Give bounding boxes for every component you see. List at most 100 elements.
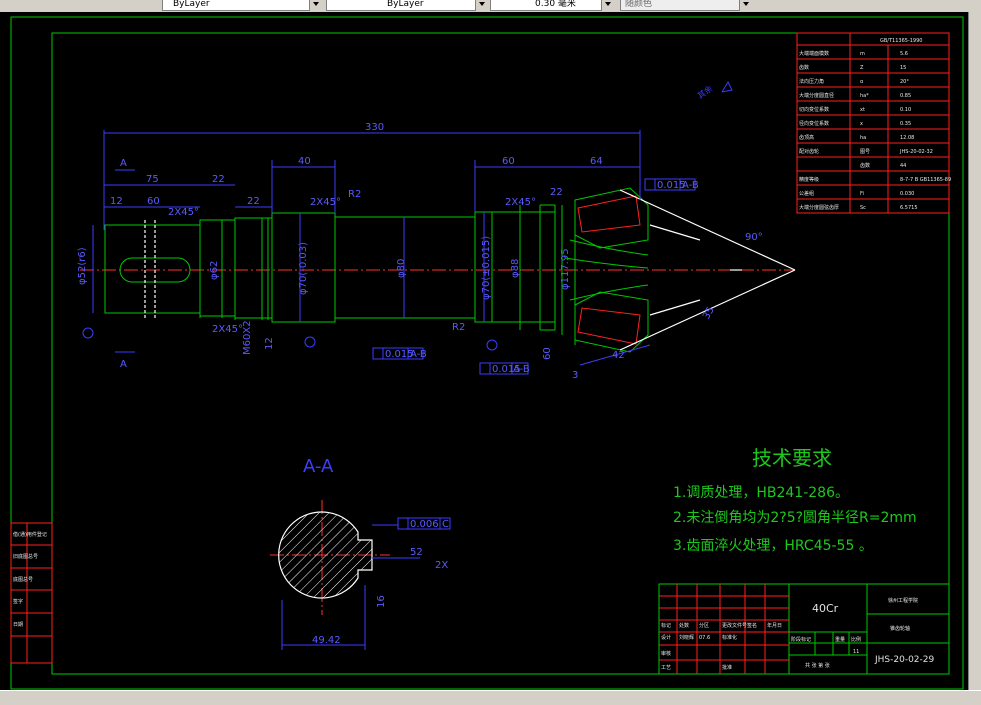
gdt-ref-3: A-B <box>682 180 699 191</box>
gdt-frames: 0.015 A-B 0.015 A-B 0.015 A-B <box>372 178 699 375</box>
title-std: 标准化 <box>722 634 737 641</box>
gear-table-cell: Fi <box>860 191 864 197</box>
gear-table-cell: 8-7-7 B GB11365-89 <box>900 177 951 183</box>
gear-table-cell: JHS-20-02-32 <box>899 149 933 155</box>
dim-3: 3 <box>572 370 578 381</box>
gear-table-cell: 0.35 <box>900 121 911 127</box>
gear-table-cell: 15 <box>900 65 906 71</box>
title-sheet: 共 张 第 张 <box>805 662 830 669</box>
status-bar <box>0 690 981 705</box>
color-combo-dropdown[interactable] <box>309 0 322 10</box>
roughness-note-text: 其余 <box>695 83 714 100</box>
dim-64: 64 <box>590 156 603 167</box>
section-marker-bottom: A <box>120 359 127 370</box>
left-strip-table: 借(通)用件登记 旧底图总号 底图总号 签字 日期 <box>10 522 53 664</box>
gear-table-cell: 图号 <box>860 149 870 155</box>
linetype-combo[interactable]: ByLayer <box>326 0 476 11</box>
gear-table-cell: ha* <box>860 93 869 99</box>
roughness-note: 其余 <box>695 80 733 101</box>
gear-table-cell: Sc <box>860 205 866 211</box>
left-strip-item-3: 底图总号 <box>13 576 33 583</box>
tech-title: 技术要求 <box>752 446 832 470</box>
left-strip-item-4: 签字 <box>13 598 23 605</box>
gdt-ref-2: A-B <box>513 364 530 375</box>
dim-dia-main: φ70(-0.03) <box>298 242 309 295</box>
linetype-combo-value: ByLayer <box>387 0 424 9</box>
gear-table-cell: 大端端面模数 <box>799 50 829 57</box>
bevel-gear-teeth <box>561 187 796 353</box>
title-block: 40Cr 徐州工程学院 锥齿轮轴 JHS-20-02-29 阶段标记 重量 比例… <box>658 583 950 675</box>
linetype-combo-dropdown[interactable] <box>475 0 488 10</box>
gear-table-cell: 配对齿轮 <box>799 148 819 155</box>
title-drawing-no: JHS-20-02-29 <box>874 655 935 665</box>
title-name-1: 刘晓辉 <box>679 634 694 641</box>
plotstyle-combo: 随颜色 <box>620 0 740 11</box>
title-stage-label: 阶段标记 <box>791 636 811 643</box>
dim-r82: R2 <box>348 189 361 200</box>
technical-requirements: 技术要求 1.调质处理，HB241-286。 2.未注倒角均为2?5?圆角半径R… <box>673 446 917 554</box>
gear-table-cell: 5.6 <box>900 51 908 57</box>
title-designer: 设计 <box>661 634 671 641</box>
title-count: 11 <box>853 649 859 655</box>
gear-table-cell: 精度等级 <box>799 176 819 183</box>
gear-table-cell: 齿数 <box>860 162 870 169</box>
dim-dia-right: φ70(±0.015) <box>481 236 492 300</box>
dim-chamfer-left: 2X45° <box>168 207 199 218</box>
shaft-outline <box>104 204 556 331</box>
dim-75: 75 <box>146 174 159 185</box>
dim-12: 12 <box>110 196 123 207</box>
gear-table-cell: α <box>860 79 864 85</box>
dim-dia-left: φ52(r6) <box>77 247 88 285</box>
lineweight-combo-value: 0.30 毫米 <box>535 0 576 9</box>
dim-dia-88: φ88 <box>510 259 521 278</box>
inner-border <box>51 32 950 675</box>
dim-22b: 22 <box>247 196 260 207</box>
tech-note-3: 3.齿面淬火处理，HRC45-55 。 <box>673 538 873 554</box>
section-key-width: 16 <box>376 595 387 608</box>
section-marker-top: A <box>120 158 127 169</box>
dim-dia-62: φ62 <box>209 261 220 280</box>
gear-table-cell: Z <box>860 65 864 71</box>
gear-table-cell: ha <box>860 135 866 141</box>
section-dia: 49.42 <box>312 635 341 646</box>
gear-table-cell: 大端分度圆弦齿厚 <box>799 204 839 211</box>
gear-table-cell: 大端分度圆直径 <box>799 92 834 99</box>
dim-chamfer-right: 2X45° <box>505 197 536 208</box>
drawing-svg: 借(通)用件登记 旧底图总号 底图总号 签字 日期 GB/T11365-1990… <box>10 16 964 690</box>
dim-42: 42 <box>612 350 625 361</box>
dim-angle: 90° <box>745 232 763 243</box>
dim-dia-80: φ80 <box>396 259 407 278</box>
gear-table-cell: xt <box>860 107 865 113</box>
title-row-file: 更改文件号 <box>722 622 747 629</box>
dim-60-key: 60 <box>147 196 160 207</box>
title-row-zone: 分区 <box>699 622 709 629</box>
gear-table-cell: 20° <box>900 79 909 85</box>
vertical-scrollbar[interactable] <box>968 12 981 690</box>
gear-table-cell: 齿顶高 <box>799 134 814 141</box>
gear-table-cell: 径向变位系数 <box>799 120 829 127</box>
section-chamfer: 2X <box>435 560 448 571</box>
lineweight-combo[interactable]: 0.30 毫米 <box>490 0 602 11</box>
dimensions: 330 75 22 60 12 22 40 R2 2X45° 2X45° 60 … <box>77 122 763 381</box>
gear-table-cell: 0.85 <box>900 93 911 99</box>
drawing-canvas[interactable]: 借(通)用件登记 旧底图总号 底图总号 签字 日期 GB/T11365-1990… <box>0 12 968 690</box>
section-depth: 52 <box>410 547 423 558</box>
dim-overall-length: 330 <box>365 122 384 133</box>
dim-chamfer-4: 2X45° <box>310 197 341 208</box>
title-material: 40Cr <box>812 602 839 615</box>
gear-table-cell: 法向压力角 <box>799 78 824 85</box>
gear-table-cell: 12.08 <box>900 135 914 141</box>
section-view: A-A 49.42 16 52 2X 0.006 C <box>270 456 451 650</box>
gear-table-cell: 6.5715 <box>900 205 918 211</box>
dim-60-right: 60 <box>502 156 515 167</box>
properties-toolbar: ByLayer ByLayer 0.30 毫米 随颜色 <box>0 0 981 13</box>
color-combo[interactable]: ByLayer <box>162 0 310 11</box>
title-date-1: 07.6 <box>699 635 710 641</box>
lineweight-combo-dropdown[interactable] <box>601 0 614 10</box>
gear-table-cell: 0.10 <box>900 107 911 113</box>
left-strip-item-5: 日期 <box>13 622 23 628</box>
dim-12-low: 12 <box>264 337 275 350</box>
gear-table-cell: 公差组 <box>799 190 814 197</box>
left-strip-item-1: 借(通)用件登记 <box>13 531 47 538</box>
